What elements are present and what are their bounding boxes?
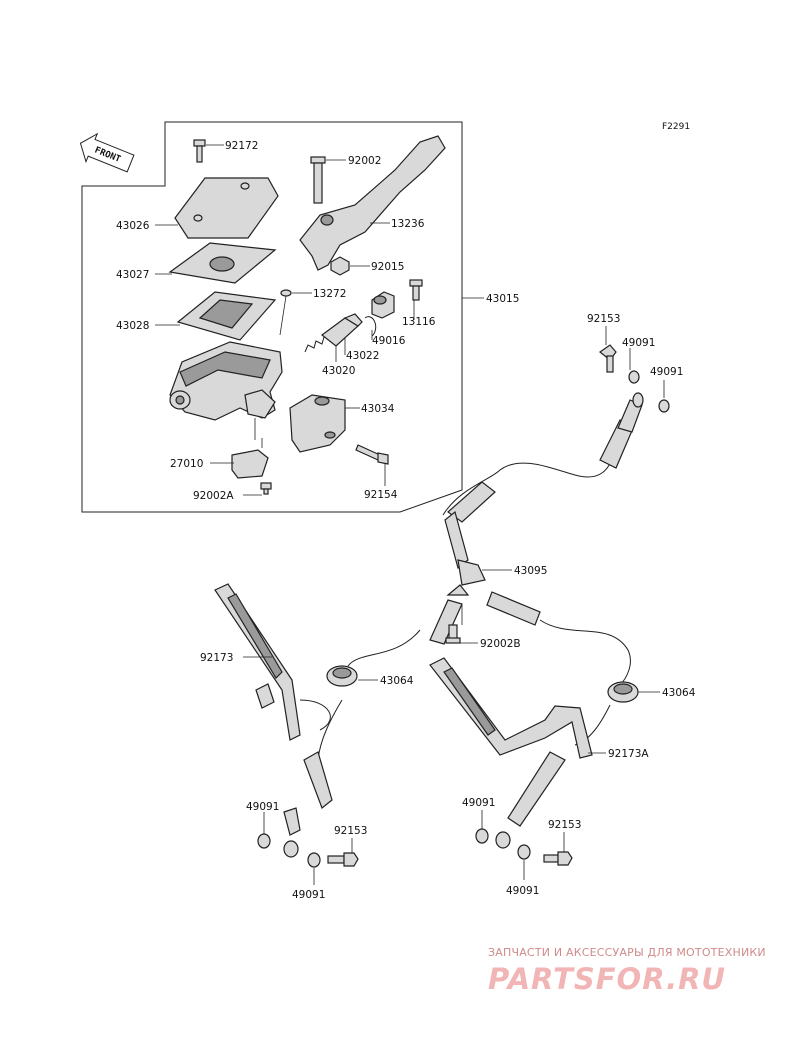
master-cylinder-body-icon: [169, 341, 283, 421]
label-92002A: 92002A: [193, 490, 234, 502]
label-49091-top-1: 49091: [622, 337, 655, 349]
label-92173A: 92173A: [608, 748, 649, 760]
washer-bl-1-icon: [257, 833, 271, 849]
label-92002: 92002: [348, 155, 381, 167]
banjo-bolt-bl-icon: [327, 852, 359, 867]
junction-screw-icon: [445, 624, 461, 644]
label-49091-top-2: 49091: [650, 366, 683, 378]
watermark-logo: PARTSFOR.RU: [488, 962, 726, 996]
label-49016: 49016: [372, 335, 406, 347]
label-92002B: 92002B: [480, 638, 521, 650]
stop-switch-icon: [231, 449, 269, 479]
banjo-bolt-br-icon: [543, 851, 573, 866]
label-13236: 13236: [391, 218, 425, 230]
label-92172: 92172: [225, 140, 258, 152]
brake-lever-icon: [299, 135, 446, 271]
clip-13272-icon: [280, 289, 292, 297]
clamp-icon: [289, 394, 346, 453]
right-bracket-icon: [429, 657, 593, 759]
washer-br-2-icon: [517, 844, 531, 860]
label-92153-bl: 92153: [334, 825, 367, 837]
push-rod-icon: [409, 279, 423, 301]
label-49091-br-1: 49091: [462, 797, 495, 809]
hose-junction-icon: [429, 510, 541, 645]
bolt-92172-icon: [193, 139, 206, 163]
reservoir-cap-icon: [174, 177, 279, 239]
label-27010: 27010: [170, 458, 203, 470]
switch-screw-icon: [260, 482, 272, 495]
label-43028: 43028: [116, 320, 149, 332]
clamp-bolt-icon: [355, 444, 389, 465]
diaphragm-icon: [176, 291, 277, 341]
grommet-left-icon: [326, 665, 358, 687]
front-arrow-icon: FRONT: [79, 132, 135, 173]
grommet-right-icon: [607, 681, 639, 703]
label-43026: 43026: [116, 220, 150, 232]
washer-top-1-icon: [628, 370, 640, 384]
nut-92015-icon: [330, 256, 350, 276]
label-43064-left: 43064: [380, 675, 414, 687]
label-13116: 13116: [402, 316, 436, 328]
left-lower-hose-icon: [283, 629, 421, 858]
upper-brake-hose-icon: [442, 392, 644, 523]
label-43034: 43034: [361, 403, 395, 415]
banjo-bolt-top-icon: [598, 344, 617, 373]
pivot-bolt-icon: [310, 156, 326, 204]
label-92173: 92173: [200, 652, 233, 664]
label-43015: 43015: [486, 293, 519, 305]
master-cylinder-frame: [81, 121, 463, 513]
label-43027: 43027: [116, 269, 149, 281]
bushing-icon: [371, 291, 395, 319]
label-13272: 13272: [313, 288, 346, 300]
label-49091-br-2: 49091: [506, 885, 539, 897]
label-92015: 92015: [371, 261, 404, 273]
label-43020: 43020: [322, 365, 355, 377]
piston-assy-icon: [304, 313, 363, 353]
label-49091-bl-2: 49091: [292, 889, 325, 901]
label-92153-top: 92153: [587, 313, 620, 325]
washer-bl-2-icon: [307, 852, 321, 868]
right-lower-hose-icon: [495, 619, 631, 849]
label-43022: 43022: [346, 350, 379, 362]
watermark-caption: ЗАПЧАСТИ И АКСЕССУАРЫ ДЛЯ МОТОТЕХНИКИ: [488, 946, 766, 959]
circlip-icon: [364, 316, 377, 337]
label-43095: 43095: [514, 565, 547, 577]
label-92153-br: 92153: [548, 819, 581, 831]
label-43064-right: 43064: [662, 687, 696, 699]
figure-code: F2291: [662, 122, 690, 132]
label-92154: 92154: [364, 489, 398, 501]
washer-br-1-icon: [475, 828, 489, 844]
label-49091-bl-1: 49091: [246, 801, 279, 813]
washer-top-2-icon: [658, 399, 670, 413]
diaphragm-plate-icon: [168, 242, 277, 284]
